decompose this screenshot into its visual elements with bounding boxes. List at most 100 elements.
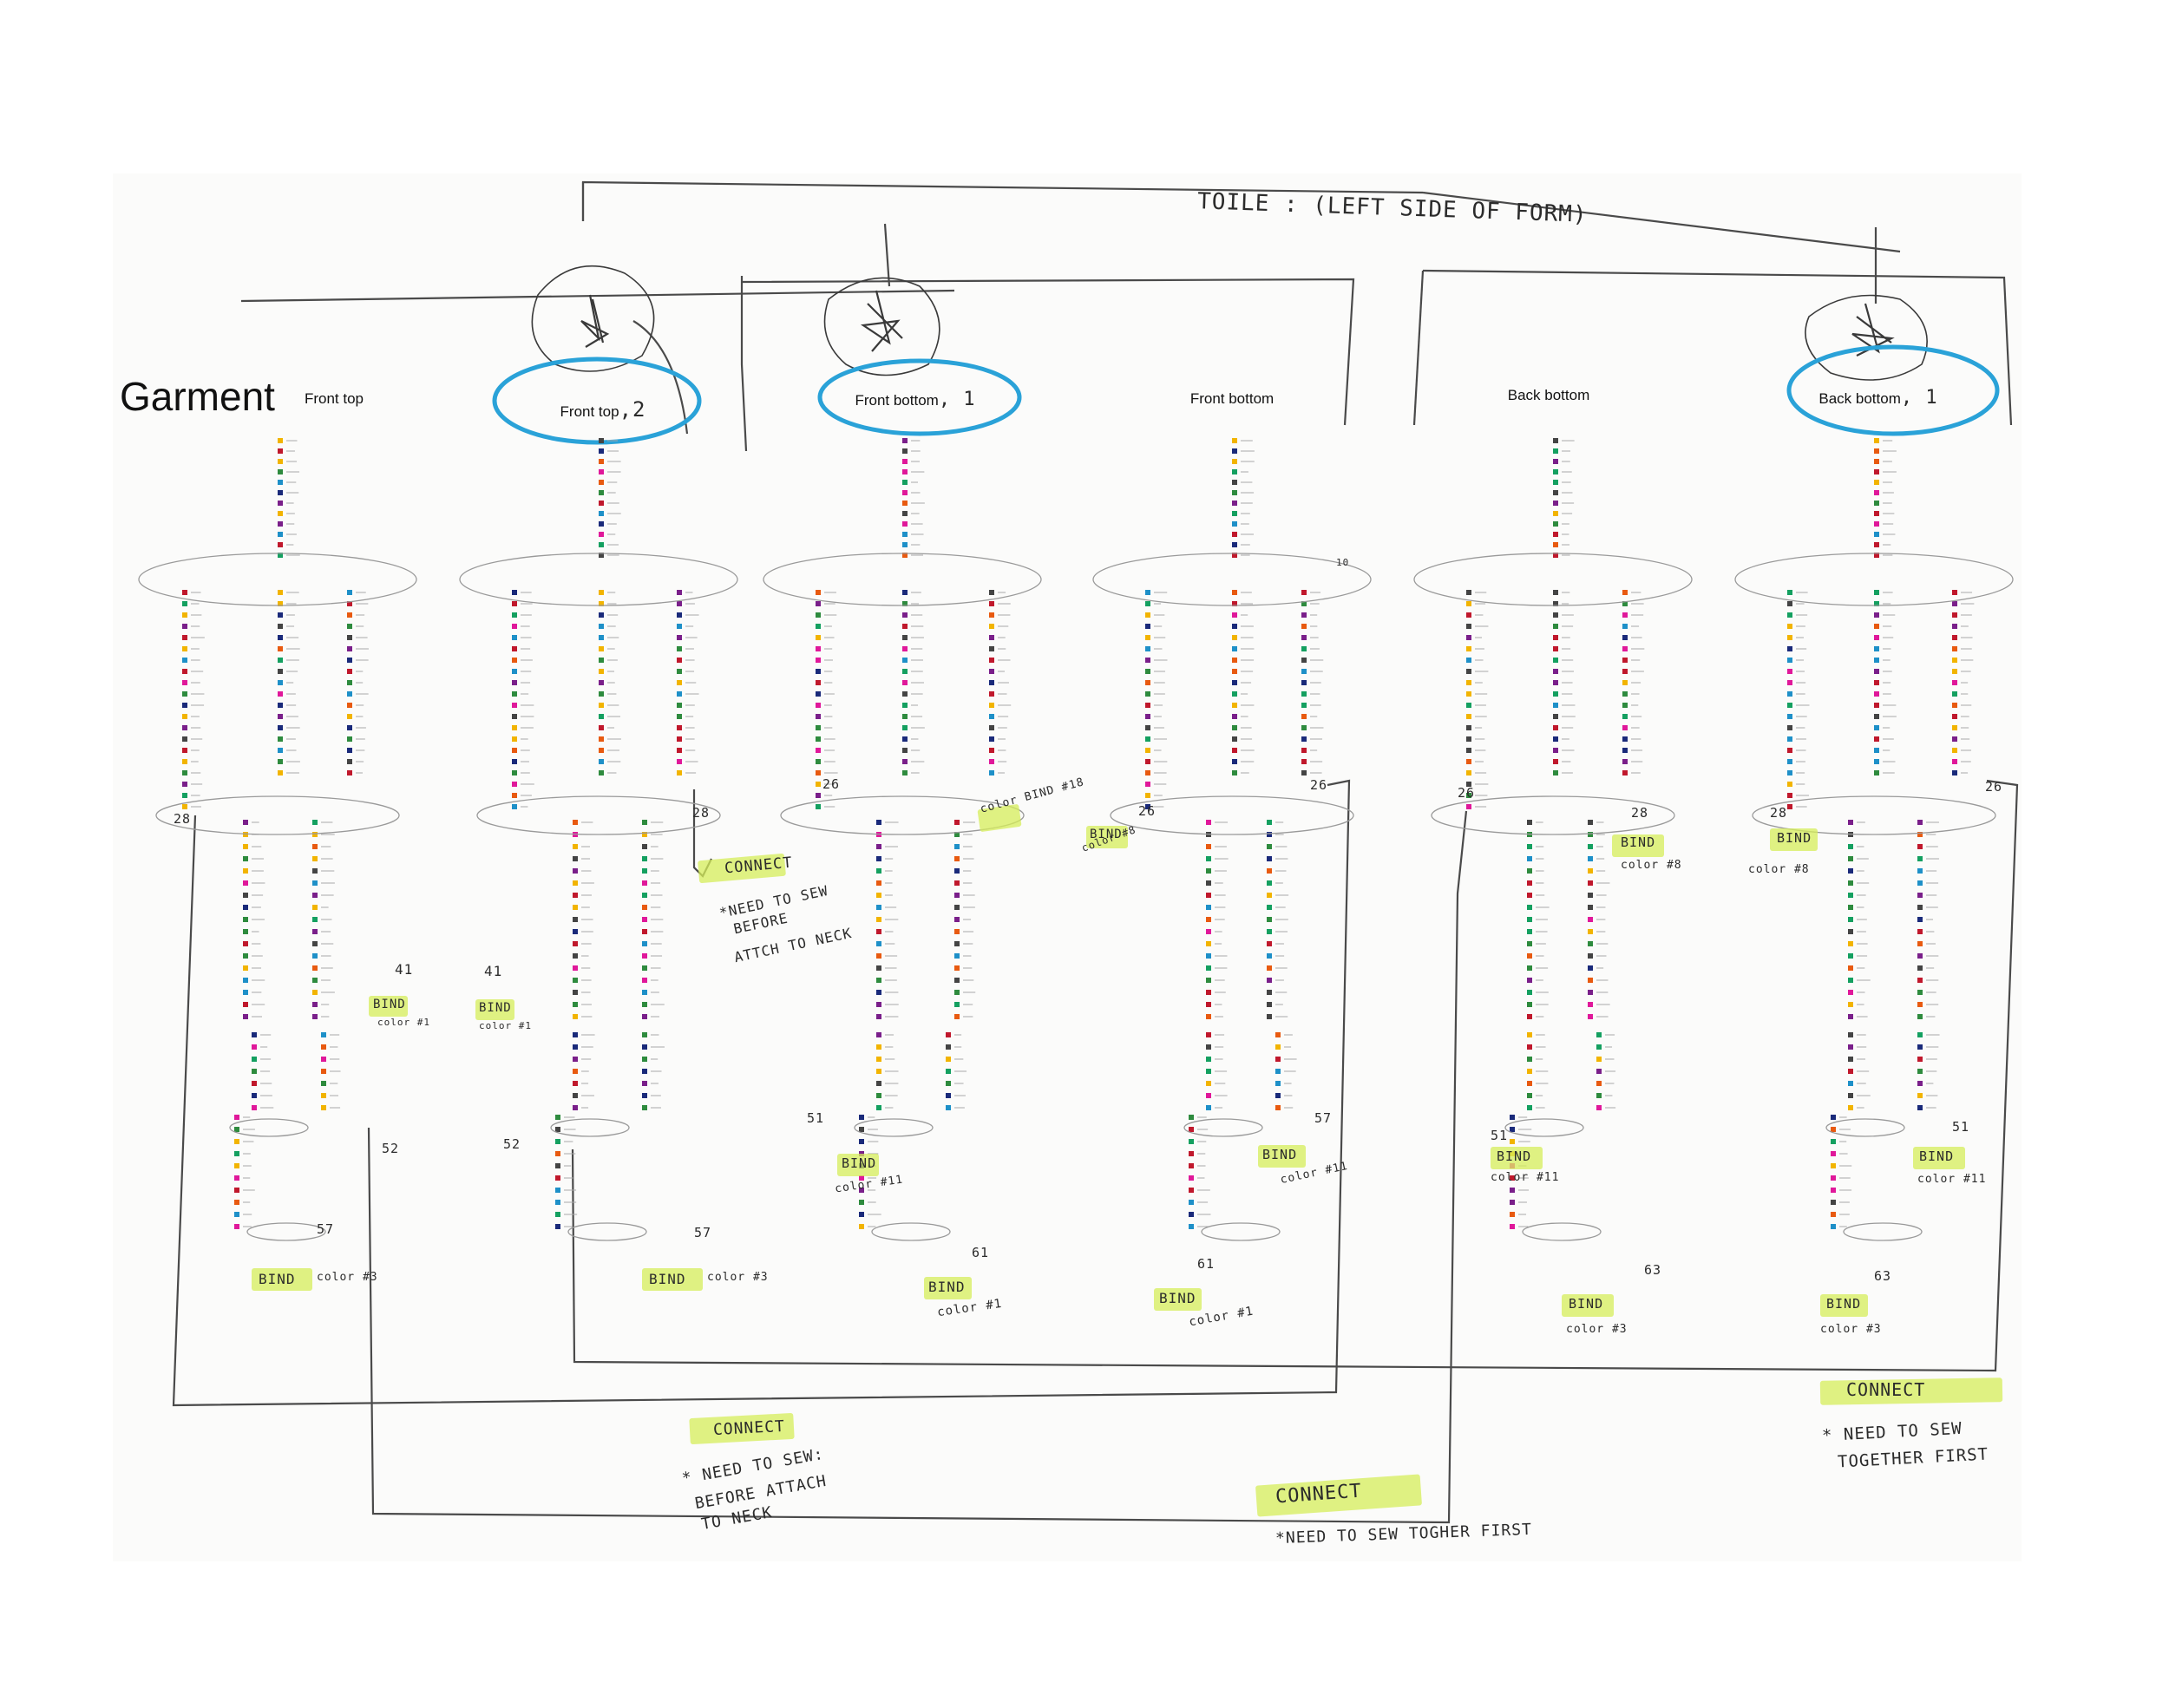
color-swatch (642, 917, 647, 922)
color-swatch (573, 868, 578, 874)
color-swatch (1917, 990, 1923, 995)
color-swatch (312, 856, 318, 861)
num-28-b: 28 (692, 805, 711, 821)
color-swatch (278, 736, 283, 742)
hem-chain-c-6 (1831, 1115, 1852, 1229)
color-swatch (1267, 941, 1272, 946)
color-swatch (1917, 1014, 1923, 1019)
color-swatch (989, 590, 994, 595)
color-swatch (599, 748, 604, 753)
bind-label-3c: BIND (1569, 1296, 1604, 1312)
color-swatch (555, 1175, 560, 1181)
color-swatch (321, 1032, 326, 1037)
color-swatch (278, 448, 283, 454)
color-swatch (677, 759, 682, 764)
color-swatch (1874, 511, 1879, 516)
color-swatch (1466, 782, 1471, 787)
hem-gather-a-4 (1183, 1118, 1263, 1137)
color-swatch (1206, 820, 1211, 825)
color-swatch (1553, 714, 1558, 719)
color-swatch (1622, 703, 1628, 708)
color-swatch (1588, 820, 1593, 825)
color-swatch (642, 1044, 647, 1050)
color-swatch (1145, 736, 1150, 742)
color-swatch (1952, 703, 1957, 708)
color-swatch (278, 759, 283, 764)
pencil-loop-bottom (367, 810, 1468, 1524)
color-swatch (1787, 759, 1792, 764)
color-swatch (278, 532, 283, 537)
color-swatch (1588, 880, 1593, 886)
color-swatch (876, 1002, 881, 1007)
color-swatch (512, 782, 517, 787)
color-swatch (1466, 601, 1471, 606)
color-swatch (1848, 1044, 1853, 1050)
color-swatch (1952, 612, 1957, 618)
color-swatch (1189, 1200, 1194, 1205)
color-swatch (946, 1105, 951, 1110)
color-swatch (1622, 646, 1628, 651)
highlight-bind-1b (475, 999, 514, 1020)
color-swatch (182, 590, 187, 595)
color-swatch (1553, 691, 1558, 697)
color-swatch (1527, 820, 1532, 825)
color-swatch (1466, 624, 1471, 629)
color-swatch (347, 748, 352, 753)
right-chain-1 (347, 590, 369, 775)
color-swatch (599, 490, 604, 495)
color-swatch (989, 725, 994, 730)
right-chain-6 (1952, 590, 1975, 775)
color-swatch (1553, 459, 1558, 464)
color-swatch (599, 532, 604, 537)
pencil-bracket-b (741, 278, 1355, 426)
color-swatch (1787, 748, 1792, 753)
color-swatch (1527, 1105, 1532, 1110)
color-swatch (642, 856, 647, 861)
color-swatch (1232, 448, 1237, 454)
color-swatch (234, 1200, 239, 1205)
color-swatch (1622, 669, 1628, 674)
color-swatch (1553, 590, 1558, 595)
color-swatch (1787, 646, 1792, 651)
hem-chain-a-3 (876, 1032, 899, 1110)
color-swatch (573, 1002, 578, 1007)
color-swatch (347, 680, 352, 685)
mid-gather-1 (155, 795, 400, 835)
color-swatch (278, 469, 283, 474)
bind-label-8c: BIND (1777, 830, 1812, 846)
color-swatch (1145, 590, 1150, 595)
color-swatch (234, 1212, 239, 1217)
color-swatch (989, 680, 994, 685)
color-swatch (1553, 748, 1558, 753)
color-swatch (642, 1002, 647, 1007)
bind-label-1c: BIND (928, 1279, 966, 1295)
color-swatch (599, 553, 604, 558)
bind-label-1b: BIND (479, 1001, 512, 1015)
neck-gather-2 (459, 553, 738, 606)
bind-label-11c: BIND (1497, 1148, 1532, 1164)
neck-chain-6 (1874, 438, 1897, 558)
num-52-b: 52 (503, 1136, 521, 1152)
color-swatch (677, 770, 682, 775)
connect-bottom-left-label: CONNECT (712, 1417, 786, 1440)
color-swatch (1553, 511, 1558, 516)
color-swatch (1622, 658, 1628, 663)
pencil-frame (172, 180, 2019, 1524)
color-swatch (278, 624, 283, 629)
color-swatch (677, 612, 682, 618)
color-swatch (1874, 770, 1879, 775)
color-swatch (1206, 978, 1211, 983)
color-swatch (182, 804, 187, 809)
color-swatch (1588, 893, 1593, 898)
color-swatch (182, 601, 187, 606)
color-swatch (1553, 635, 1558, 640)
color-swatch (1145, 658, 1150, 663)
color-swatch (1874, 438, 1879, 443)
color-swatch (1917, 1002, 1923, 1007)
color-swatch (1874, 601, 1879, 606)
color-swatch (1952, 714, 1957, 719)
color-swatch (902, 646, 908, 651)
color-swatch (512, 658, 517, 663)
color-swatch (1848, 965, 1853, 971)
color-swatch (1510, 1212, 1515, 1217)
